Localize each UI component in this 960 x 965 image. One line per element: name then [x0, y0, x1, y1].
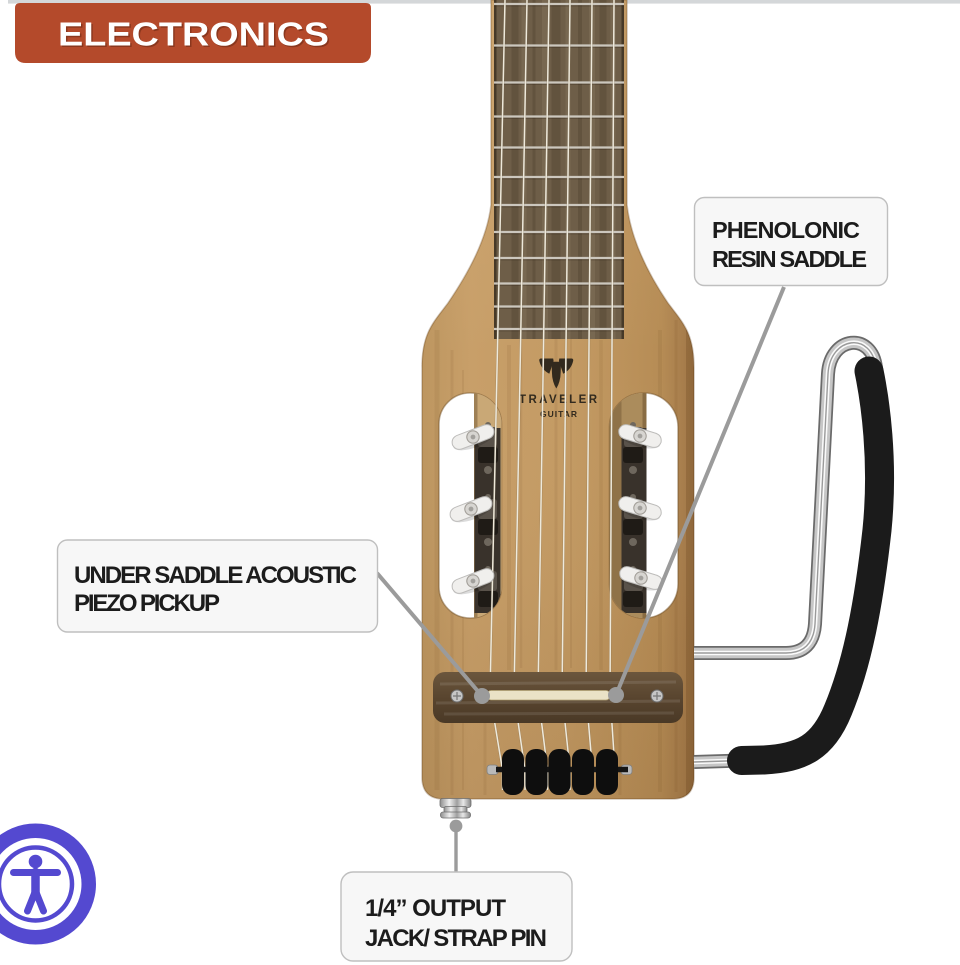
svg-text:RESIN SADDLE: RESIN SADDLE [712, 246, 867, 272]
svg-text:ELECTRONICS: ELECTRONICS [58, 16, 329, 53]
svg-text:JACK/ STRAP PIN: JACK/ STRAP PIN [365, 925, 547, 952]
svg-text:PHENOLONIC: PHENOLONIC [712, 217, 860, 243]
svg-text:TRAVELER: TRAVELER [519, 394, 598, 406]
svg-text:UNDER SADDLE ACOUSTIC: UNDER SADDLE ACOUSTIC [74, 562, 357, 589]
svg-text:1/4” OUTPUT: 1/4” OUTPUT [365, 895, 506, 922]
svg-text:GUITAR: GUITAR [540, 409, 577, 419]
svg-text:PIEZO PICKUP: PIEZO PICKUP [74, 590, 220, 617]
svg-text:ELECTRONICS: ELECTRONICS [60, 17, 331, 54]
